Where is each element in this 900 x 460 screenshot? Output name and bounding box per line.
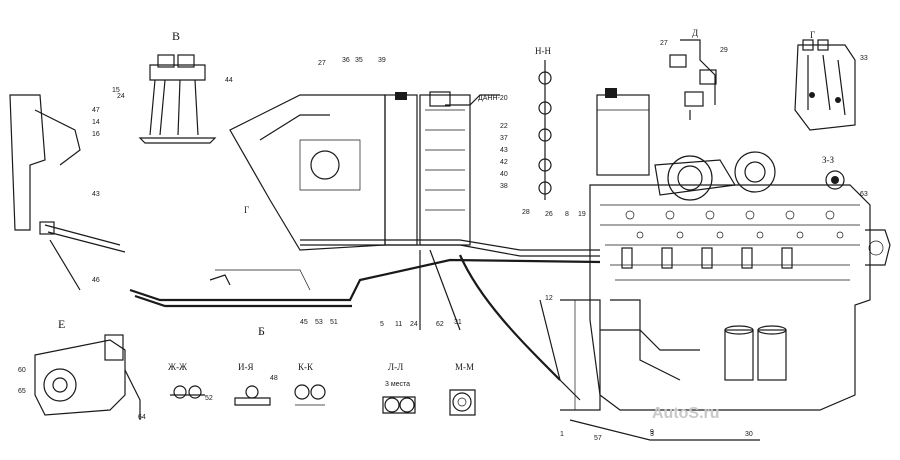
callout: 36 bbox=[342, 57, 350, 64]
callout: 12 bbox=[545, 295, 553, 302]
label-section-b: Б bbox=[258, 324, 265, 338]
callout: 27 bbox=[660, 40, 668, 47]
callout: 16 bbox=[92, 131, 100, 138]
label-section-e: Е bbox=[58, 317, 65, 331]
callout: 40 bbox=[500, 171, 508, 178]
callout: 30 bbox=[745, 431, 753, 438]
label-section-h-h: Н-Н bbox=[535, 46, 551, 56]
section-z-z bbox=[825, 170, 845, 190]
callout: 8 bbox=[565, 211, 569, 218]
watermark: AutoS.ru bbox=[652, 405, 720, 422]
callout: 51 bbox=[330, 319, 338, 326]
callout: 53 bbox=[315, 319, 323, 326]
callout: 11 bbox=[395, 321, 402, 328]
callout: 24 bbox=[117, 93, 125, 100]
callout: 14 bbox=[92, 119, 100, 126]
callout: 64 bbox=[138, 414, 146, 421]
callout: 1 bbox=[560, 431, 564, 438]
callout: 65 bbox=[18, 388, 26, 395]
label-section-l-l: Л-Л bbox=[388, 362, 403, 372]
callout: 39 bbox=[378, 57, 386, 64]
detail-e-pump bbox=[34, 334, 141, 420]
callout: 45 bbox=[300, 319, 308, 326]
section-l-l-detail bbox=[382, 396, 416, 414]
detail-d bbox=[669, 39, 717, 120]
callout: 42 bbox=[500, 159, 508, 166]
label-section-k-k: К-К bbox=[298, 362, 314, 372]
callout: 57 bbox=[594, 435, 602, 442]
callout: 28 bbox=[522, 209, 530, 216]
detail-v bbox=[138, 54, 217, 144]
callout: 22 bbox=[500, 123, 508, 130]
callout: 43 bbox=[500, 147, 508, 154]
callout: 48 bbox=[270, 375, 278, 382]
callout: 31 bbox=[454, 319, 462, 326]
left-bracket-assembly bbox=[9, 94, 126, 291]
section-m-m-detail bbox=[449, 389, 476, 416]
callout: 43 bbox=[92, 191, 100, 198]
callout: 5 bbox=[380, 321, 384, 328]
callout: 63 bbox=[860, 191, 868, 198]
callout: 47 bbox=[92, 107, 100, 114]
detail-g bbox=[794, 39, 856, 131]
callout: 37 bbox=[500, 135, 508, 142]
callout: 46 bbox=[92, 277, 100, 284]
label-section-i-ya: И-Я bbox=[238, 362, 254, 372]
label-section-m-m: М-М bbox=[455, 362, 474, 372]
label-section-d: Д bbox=[692, 28, 698, 38]
label-top-note: ДАНН-20 bbox=[478, 95, 508, 102]
label-section-j-j: Ж-Ж bbox=[168, 362, 188, 372]
section-h-h bbox=[538, 60, 552, 200]
label-section-g: Г bbox=[810, 30, 815, 40]
expansion-tank bbox=[596, 88, 650, 176]
cab-outline bbox=[229, 94, 386, 251]
label-section-v: В bbox=[172, 29, 180, 43]
callouts: 15 27 36 35 39 22 37 43 42 40 38 47 14 1… bbox=[18, 40, 868, 442]
callout: 19 bbox=[578, 211, 586, 218]
engine-block bbox=[560, 151, 891, 411]
callout: 9 bbox=[650, 429, 654, 436]
label-section-g1: Г bbox=[244, 205, 249, 215]
callout: 44 bbox=[225, 77, 233, 84]
callout: 27 bbox=[318, 60, 326, 67]
callout: 24 bbox=[410, 321, 418, 328]
label-section-z-z: З-З bbox=[822, 155, 835, 165]
label-angle-note: 3 места bbox=[385, 381, 410, 388]
callout: 60 bbox=[18, 367, 26, 374]
section-i-ya-detail bbox=[234, 385, 271, 406]
callout: 38 bbox=[500, 183, 508, 190]
section-row bbox=[170, 384, 476, 416]
callout: 3 bbox=[650, 431, 654, 438]
callout: 29 bbox=[720, 47, 728, 54]
section-k-k-detail bbox=[294, 384, 326, 406]
callout: 35 bbox=[355, 57, 363, 64]
pipe-network bbox=[129, 94, 760, 441]
callout: 15 bbox=[112, 87, 120, 94]
callout: 62 bbox=[436, 321, 444, 328]
callout: 26 bbox=[545, 211, 553, 218]
callout: 52 bbox=[205, 395, 213, 402]
section-j-j-detail bbox=[170, 385, 205, 399]
radiator-assembly bbox=[384, 91, 471, 246]
callout: 33 bbox=[860, 55, 868, 62]
